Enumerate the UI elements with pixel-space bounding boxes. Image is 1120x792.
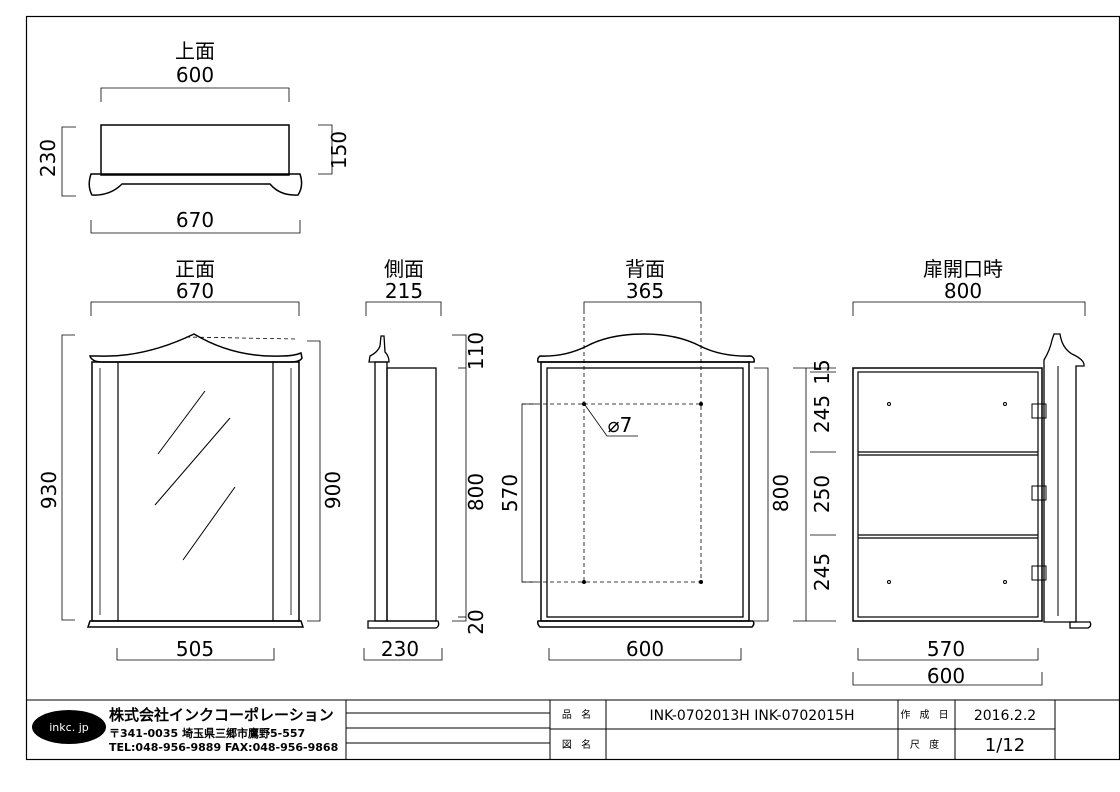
- top-view-depth-right: 150: [327, 131, 351, 169]
- back-view: [521, 301, 769, 661]
- side-view-width-top: 215: [385, 279, 423, 303]
- front-view-width-top: 670: [176, 279, 214, 303]
- back-view-height-right: 800: [769, 474, 793, 512]
- open-view-width-outer: 600: [927, 664, 965, 688]
- scale-value: 1/12: [985, 735, 1025, 756]
- company-logo-text: inkc. jp: [49, 721, 88, 734]
- front-view-title: 正面: [175, 257, 215, 281]
- front-view: [61, 301, 321, 661]
- open-view: [793, 301, 1092, 686]
- back-view-title: 背面: [625, 257, 665, 281]
- side-view-title: 側面: [384, 257, 424, 281]
- open-view-dim-245-top: 245: [810, 395, 834, 433]
- company-name: 株式会社インクコーポレーション: [109, 706, 334, 724]
- company-logo: [32, 710, 106, 744]
- back-view-width-top: 365: [626, 279, 664, 303]
- top-view-title: 上面: [175, 39, 215, 63]
- company-address: 〒341-0035 埼玉県三郷市鷹野5-557: [109, 726, 305, 740]
- open-view-width-top: 800: [944, 279, 982, 303]
- back-view-height-left: 570: [498, 474, 522, 512]
- product-value: INK-0702013H INK-0702015H: [650, 708, 855, 724]
- scale-label: 尺 度: [910, 738, 942, 751]
- side-view-width-bottom: 230: [381, 637, 419, 661]
- open-view-dim-15: 15: [810, 359, 834, 384]
- drawing-label: 図 名: [562, 738, 594, 751]
- back-view-hole: ⌀7: [608, 413, 633, 437]
- company-contact: TEL:048-956-9889 FAX:048-956-9868: [109, 741, 338, 754]
- side-view: [363, 301, 467, 661]
- back-view-width-bottom: 600: [626, 637, 664, 661]
- side-view-dim-bottom: 20: [464, 609, 488, 634]
- front-view-width-bottom: 505: [176, 637, 214, 661]
- date-value: 2016.2.2: [974, 708, 1036, 724]
- product-label: 品 名: [562, 708, 594, 721]
- top-view: [61, 87, 333, 234]
- front-view-height-left: 930: [37, 471, 61, 509]
- top-view-depth-left: 230: [36, 139, 60, 177]
- title-block: [26, 699, 1119, 759]
- open-view-dim-245-bottom: 245: [810, 553, 834, 591]
- side-view-dim-mid: 800: [464, 473, 488, 511]
- date-label: 作 成 日: [900, 709, 951, 721]
- open-view-dim-250: 250: [810, 475, 834, 513]
- top-view-width-top: 600: [176, 63, 214, 87]
- side-view-dim-top: 110: [464, 332, 488, 370]
- open-view-title: 扉開口時: [923, 257, 1003, 281]
- open-view-width-inner: 570: [927, 637, 965, 661]
- front-view-height-right: 900: [321, 471, 345, 509]
- top-view-width-bottom: 670: [176, 208, 214, 232]
